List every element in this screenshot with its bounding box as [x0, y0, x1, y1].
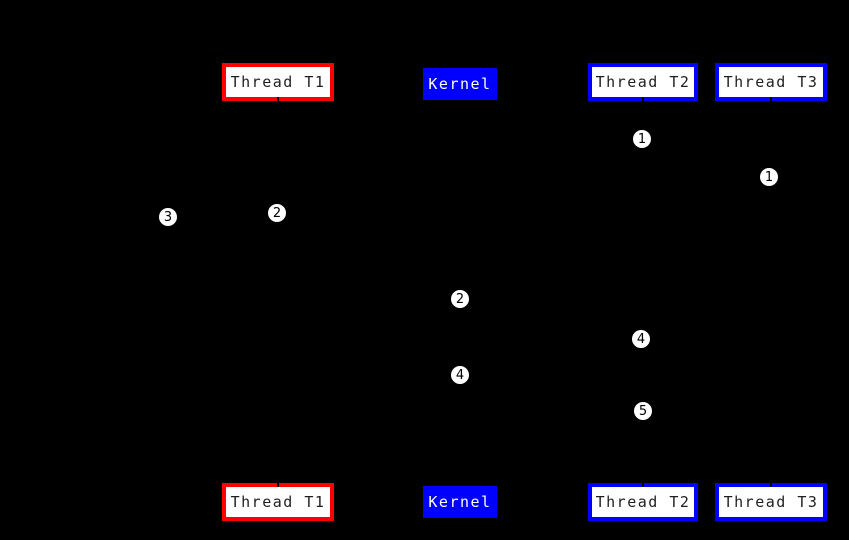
event-marker-number: 1 [764, 169, 774, 185]
box-thread-t3-bottom: Thread T3 [715, 483, 827, 521]
lifeline-thread-t2 [642, 97, 644, 487]
event-marker-number: 4 [636, 331, 646, 347]
box-label-thread-t2-bottom: Thread T2 [595, 493, 691, 511]
lifeline-thread-t1 [277, 97, 279, 487]
box-label-thread-t1-bottom: Thread T1 [230, 493, 326, 511]
event-marker-2: 2 [450, 289, 470, 309]
event-marker-2: 2 [267, 203, 287, 223]
box-thread-t3-top: Thread T3 [715, 63, 827, 101]
event-marker-number: 2 [272, 205, 282, 221]
box-kernel-bottom: Kernel [422, 485, 498, 519]
lifeline-thread-t3 [770, 97, 772, 487]
box-label-thread-t1-top: Thread T1 [230, 73, 326, 91]
event-marker-5: 5 [633, 401, 653, 421]
event-marker-3: 3 [158, 207, 178, 227]
box-thread-t1-bottom: Thread T1 [222, 483, 334, 521]
event-marker-number: 4 [455, 367, 465, 383]
box-label-kernel-bottom: Kernel [428, 493, 492, 511]
box-label-thread-t2-top: Thread T2 [595, 73, 691, 91]
event-marker-4: 4 [631, 329, 651, 349]
event-marker-1: 1 [632, 129, 652, 149]
event-marker-number: 3 [163, 209, 173, 225]
box-label-thread-t3-top: Thread T3 [723, 73, 819, 91]
event-marker-1: 1 [759, 167, 779, 187]
box-label-kernel-top: Kernel [428, 75, 492, 93]
box-label-thread-t3-bottom: Thread T3 [723, 493, 819, 511]
event-marker-number: 1 [637, 131, 647, 147]
event-marker-number: 2 [455, 291, 465, 307]
event-marker-number: 5 [638, 403, 648, 419]
box-thread-t1-top: Thread T1 [222, 63, 334, 101]
event-marker-4: 4 [450, 365, 470, 385]
box-thread-t2-top: Thread T2 [588, 63, 698, 101]
box-thread-t2-bottom: Thread T2 [588, 483, 698, 521]
box-kernel-top: Kernel [422, 67, 498, 101]
